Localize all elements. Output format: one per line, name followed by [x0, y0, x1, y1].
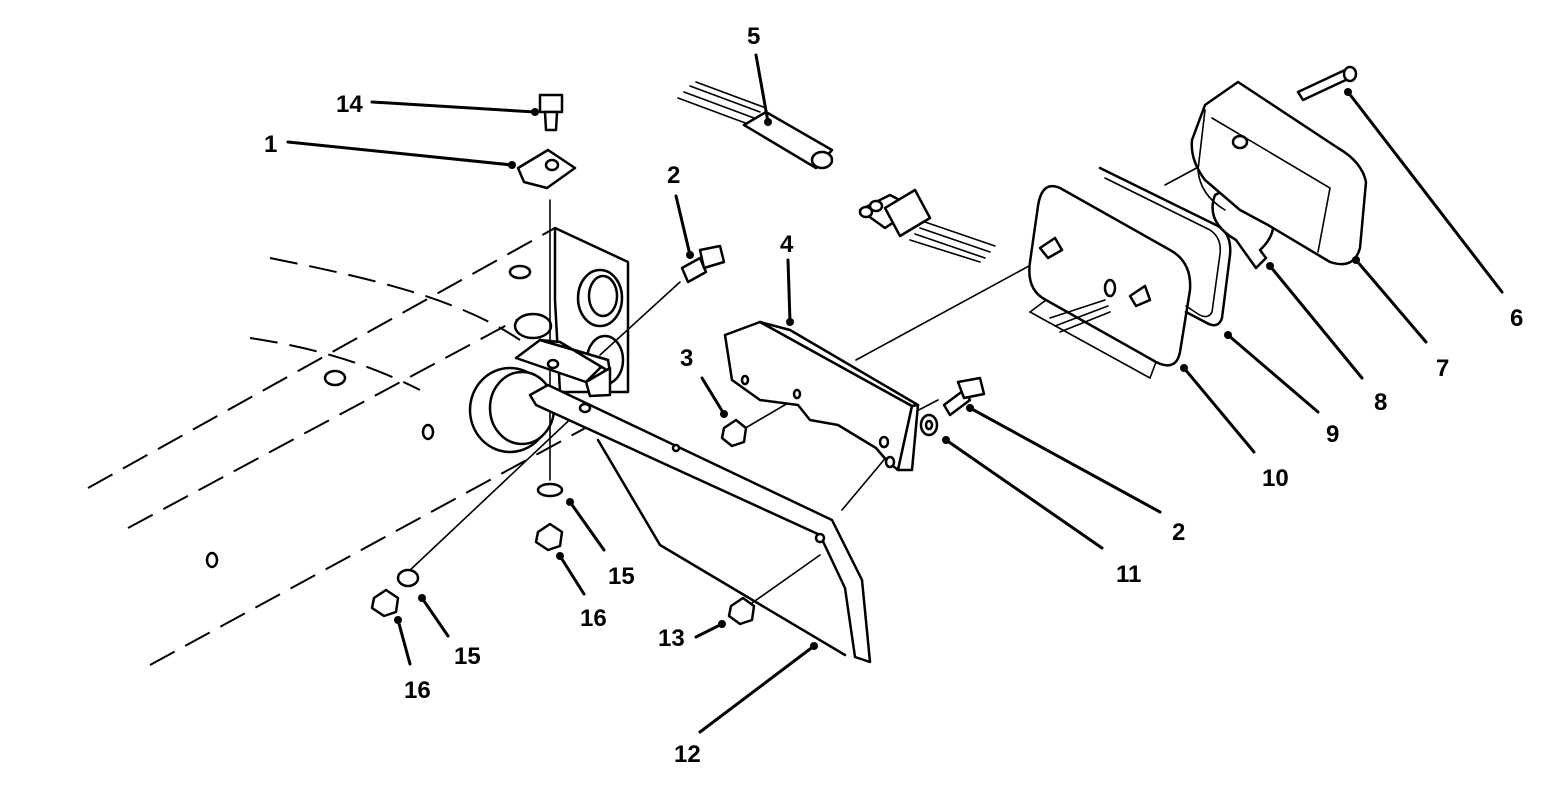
callout-2-upper: 2 — [667, 162, 680, 189]
callout-6: 6 — [1510, 305, 1523, 332]
leader-lines — [286, 53, 1504, 734]
washer-11 — [919, 413, 939, 437]
bolt-right — [942, 376, 986, 417]
callout-labels: 1 2 2 3 4 5 6 7 8 9 10 11 12 13 14 15 15… — [264, 23, 1523, 768]
angle-bracket — [514, 338, 612, 398]
callout-14: 14 — [336, 91, 363, 118]
washer-15b — [396, 568, 420, 588]
callout-1: 1 — [264, 131, 277, 158]
nut-16b — [370, 588, 400, 618]
screw — [1296, 65, 1358, 102]
frame-member — [87, 226, 630, 666]
nut-3 — [720, 418, 748, 448]
callout-15-left: 15 — [454, 643, 481, 670]
callout-2-lower: 2 — [1172, 519, 1185, 546]
callout-10: 10 — [1262, 465, 1289, 492]
bolt-upper-left — [680, 244, 726, 284]
cable-clamp — [516, 148, 577, 190]
callout-9: 9 — [1326, 421, 1339, 448]
callout-12: 12 — [674, 741, 701, 768]
nut-13 — [727, 596, 756, 626]
callout-11: 11 — [1116, 561, 1141, 588]
callout-4: 4 — [780, 231, 794, 258]
wire-harness — [677, 81, 996, 263]
lamp-housing — [1028, 184, 1192, 380]
lens — [1190, 80, 1368, 266]
bolt-top — [538, 93, 564, 132]
callout-13: 13 — [658, 625, 685, 652]
callout-3: 3 — [680, 345, 693, 372]
washer-15a — [536, 482, 564, 498]
callout-16-right: 16 — [580, 605, 607, 632]
callout-16-left: 16 — [404, 677, 431, 704]
callout-8: 8 — [1374, 389, 1387, 416]
nut-16a — [534, 522, 564, 552]
support-bracket — [528, 383, 872, 664]
light-bracket — [723, 320, 920, 472]
callout-15-right: 15 — [608, 563, 635, 590]
callout-7: 7 — [1436, 355, 1449, 382]
callout-5: 5 — [747, 23, 760, 50]
